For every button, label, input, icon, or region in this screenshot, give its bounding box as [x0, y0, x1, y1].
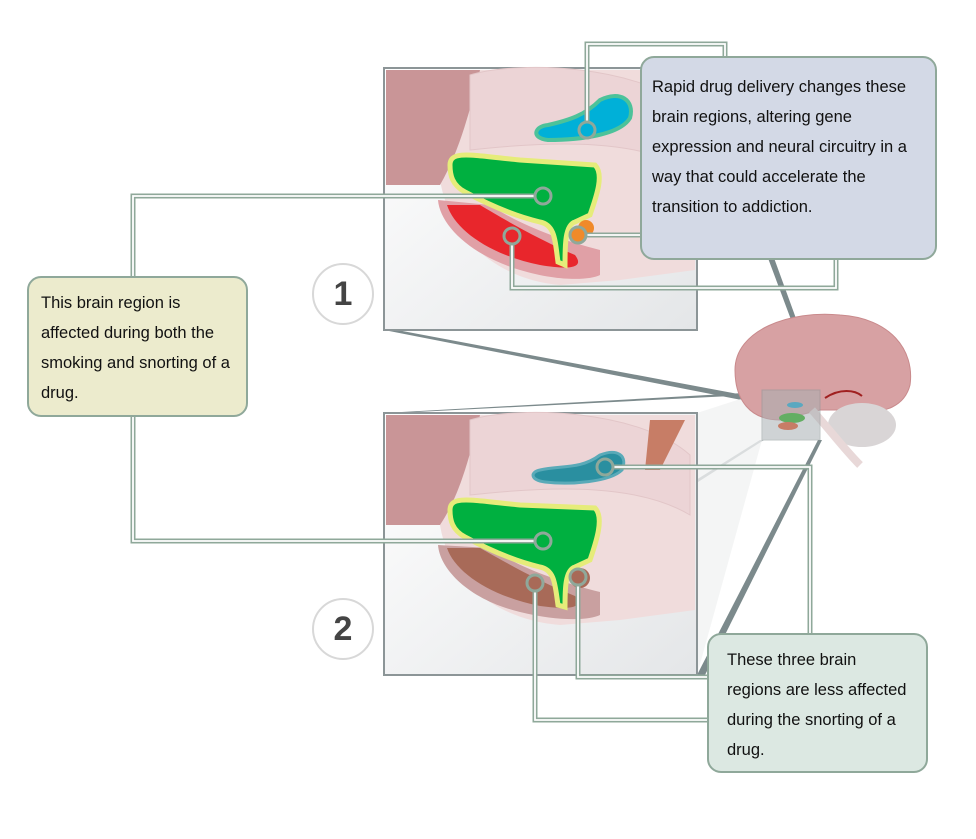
marker-dim-orange-region	[568, 567, 588, 587]
marker-green-region-1	[533, 186, 553, 206]
connector-lines	[130, 41, 839, 723]
marker-orange-region	[568, 225, 588, 245]
marker-blue-region	[577, 120, 597, 140]
marker-dim-blue-region	[595, 457, 615, 477]
callout-rapid-delivery: Rapid drug delivery changes these brain …	[640, 56, 937, 260]
panel-1-number: 1	[312, 263, 374, 325]
callout-both-routes: This brain region is affected during bot…	[27, 276, 248, 417]
callout-less-affected: These three brain regions are less affec…	[707, 633, 928, 773]
region-markers	[502, 120, 615, 593]
panel-2-number: 2	[312, 598, 374, 660]
marker-red-region	[502, 226, 522, 246]
marker-green-region-2	[533, 531, 553, 551]
marker-brown-region	[525, 573, 545, 593]
whole-brain-illustration	[734, 313, 912, 468]
